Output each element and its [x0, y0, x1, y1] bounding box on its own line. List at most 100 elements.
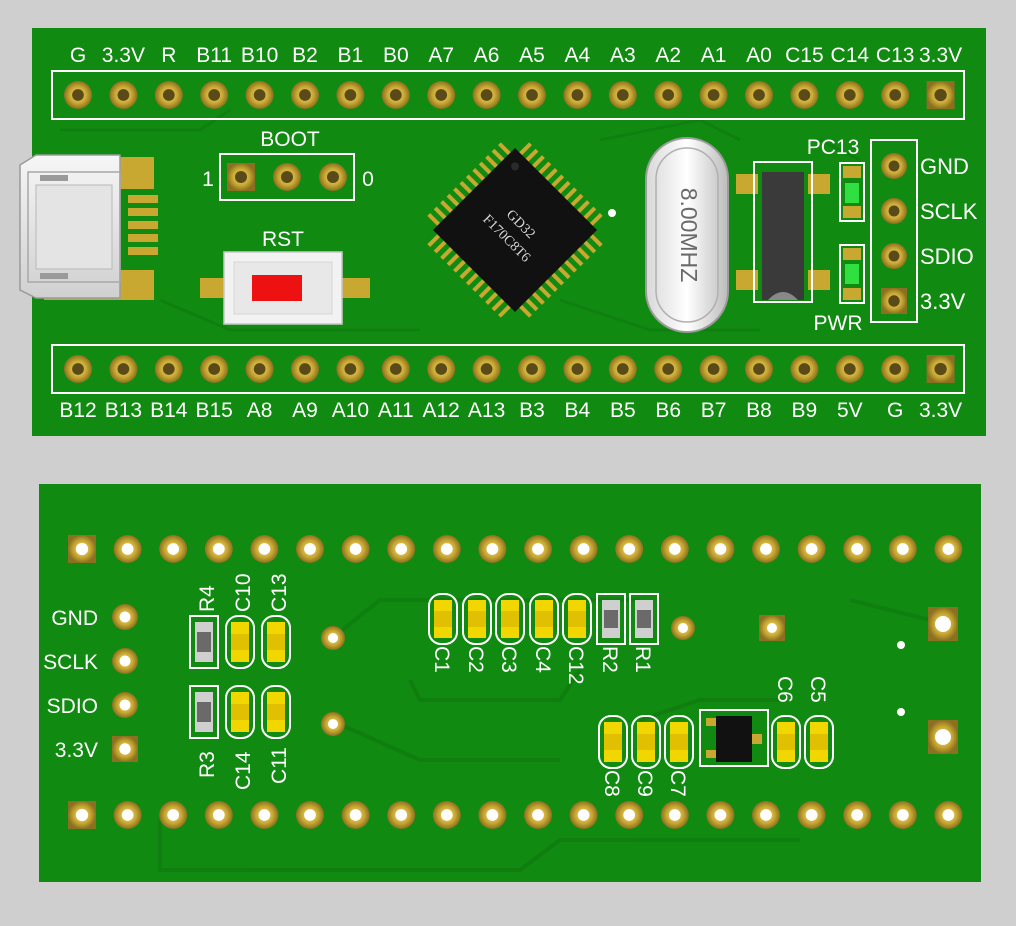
header-pin — [881, 81, 910, 109]
header-pin — [109, 81, 138, 109]
bottom-pin — [296, 535, 324, 563]
bottom-swd-pin-label: SDIO — [47, 695, 98, 718]
label-r1: R1 — [631, 646, 654, 673]
bottom-swd-pin — [112, 692, 138, 718]
header-pin — [881, 355, 910, 383]
bottom-pin — [478, 801, 507, 829]
rst-label: RST — [262, 228, 304, 251]
bottom-pin — [250, 801, 279, 829]
bottom-header-pin-label: B12 — [59, 399, 96, 422]
top-header-pin-label: R — [161, 44, 176, 67]
bottom-pin — [934, 535, 963, 563]
bottom-pin — [432, 801, 461, 829]
swd-pin-label: 3.3V — [920, 289, 966, 314]
bottom-pin — [752, 535, 780, 563]
swd-header-outline — [870, 139, 918, 323]
label-c12: C12 — [564, 646, 587, 685]
label-r2: R2 — [598, 646, 621, 673]
bottom-header-pin-label: A8 — [247, 399, 273, 422]
label-c2: C2 — [464, 646, 487, 673]
header-pin — [608, 355, 637, 383]
bottom-pin — [204, 535, 233, 563]
top-header-pin-label: B2 — [292, 44, 318, 67]
bottom-pin — [478, 535, 507, 563]
bottom-swd-pin — [112, 604, 138, 630]
header-pin — [790, 355, 819, 383]
top-header-pin-label: A0 — [746, 44, 772, 67]
bottom-pin — [113, 801, 142, 829]
top-header-pin-label: B11 — [196, 44, 232, 67]
bottom-pin — [615, 535, 644, 563]
label-r4: R4 — [196, 585, 219, 612]
bottom-pin — [159, 801, 188, 829]
bottom-swd-pin-label: 3.3V — [55, 739, 98, 762]
header-pin — [699, 81, 728, 109]
bottom-header-pin-label: A10 — [332, 399, 369, 422]
label-c7: C7 — [666, 770, 689, 797]
header-pin-square — [926, 81, 955, 109]
header-pin — [200, 81, 229, 109]
top-header-pin-label: A4 — [565, 44, 591, 67]
bottom-pin — [660, 801, 689, 829]
header-pin — [336, 81, 365, 109]
bottom-pin — [797, 801, 826, 829]
swd-pin-label: GND — [920, 154, 969, 179]
bottom-swd-pin-label: SCLK — [43, 651, 98, 674]
header-pin — [745, 355, 773, 383]
header-pin — [699, 355, 728, 383]
bottom-pin — [296, 801, 324, 829]
boot-jumper-outline — [219, 153, 355, 201]
bottom-pin-square — [68, 801, 96, 829]
component-c6 — [771, 715, 801, 769]
capacitor-c11 — [261, 685, 291, 739]
top-header-pin-label: A1 — [701, 44, 727, 67]
top-header-pin-label: B10 — [241, 44, 278, 67]
chip-pin1-dot — [608, 209, 616, 217]
swd-pin-label: SCLK — [920, 199, 978, 224]
top-swd-pins — [881, 153, 907, 314]
header-pin — [654, 355, 683, 383]
boot-label-1: 1 — [202, 168, 214, 191]
bottom-pin — [341, 801, 370, 829]
component-c9 — [631, 715, 661, 769]
label-r3: R3 — [196, 751, 219, 778]
led-pwr-label: PWR — [814, 312, 863, 335]
bottom-header-pins — [64, 355, 955, 383]
bottom-pin — [569, 535, 598, 563]
boot-jumper-pins — [227, 163, 347, 191]
bottom-swd-labels: GND SCLK SDIO 3.3V — [43, 607, 98, 762]
header-pin — [64, 355, 92, 383]
bottom-header-pin-label: A9 — [292, 399, 318, 422]
bottom-pin — [706, 801, 735, 829]
label-c10: C10 — [232, 573, 255, 612]
label-c6: C6 — [773, 676, 796, 703]
header-pin — [608, 81, 637, 109]
header-pin — [245, 355, 274, 383]
reset-button-red-cap[interactable] — [252, 275, 302, 301]
bottom-sot-ic — [699, 709, 769, 767]
bottom-swd-pin-label: GND — [51, 607, 98, 630]
top-header-pin-label: 3.3V — [919, 44, 962, 67]
header-pin — [518, 355, 546, 383]
bottom-pin — [387, 535, 416, 563]
capacitor-c14 — [225, 685, 255, 739]
bottom-pin — [159, 535, 188, 563]
header-pin — [381, 355, 410, 383]
bottom-misc-pads — [321, 607, 958, 754]
bottom-header-pin-label: 5V — [837, 399, 863, 422]
bottom-pin — [888, 801, 917, 829]
reset-button[interactable] — [200, 251, 370, 325]
bottom-side-top-pin-row — [68, 535, 963, 563]
top-header-pin-label: A5 — [519, 44, 545, 67]
top-header-pin-label: B0 — [383, 44, 409, 67]
bottom-pin — [524, 801, 552, 829]
usb-connector — [19, 154, 158, 300]
header-pin — [472, 81, 501, 109]
top-header-pins — [64, 81, 955, 109]
bottom-pin — [843, 535, 872, 563]
bottom-header-pin-label: B6 — [655, 399, 681, 422]
